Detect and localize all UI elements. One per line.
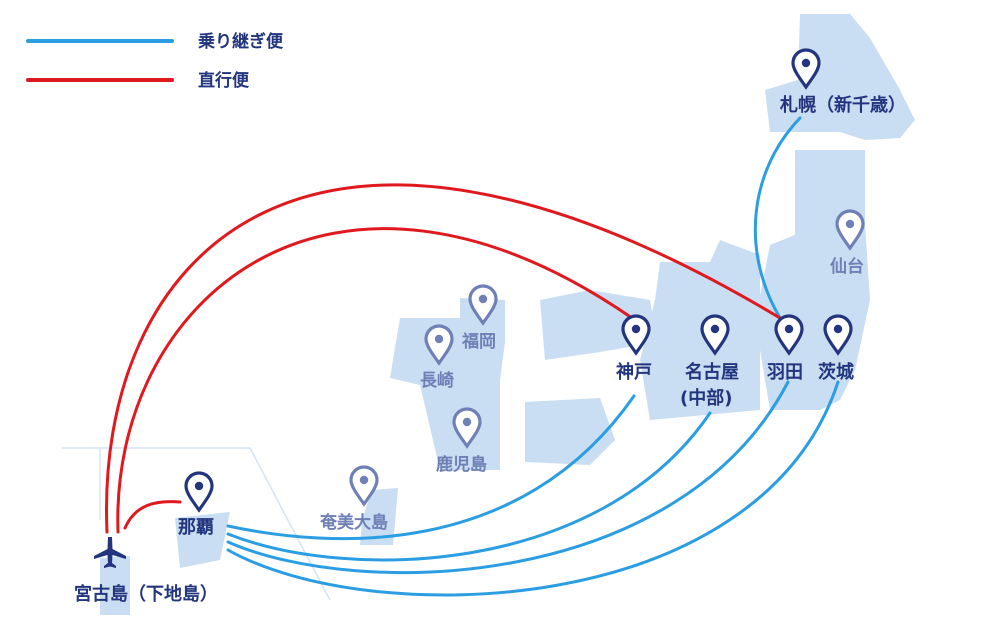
origin-airport: 宮古島（下地島） xyxy=(74,537,218,605)
legend: 乗り継ぎ便 直行便 xyxy=(26,31,284,91)
served-airports: 札幌（新千歳） 神戸 名古屋 (中部) 羽田 茨城 那覇 xyxy=(178,48,906,538)
label-naha: 那覇 xyxy=(178,517,214,538)
route-miyako-kobe xyxy=(116,227,634,534)
label-nagoya: 名古屋 xyxy=(685,361,739,383)
route-naha-nagoya xyxy=(226,411,712,562)
label-sendai: 仙台 xyxy=(830,256,864,277)
label-nagasaki: 長崎 xyxy=(420,370,454,391)
airplane-icon xyxy=(94,537,126,568)
route-naha-ibaraki xyxy=(226,380,840,597)
land-kansai xyxy=(540,290,655,360)
land-amami xyxy=(360,488,398,545)
direct-routes xyxy=(105,183,782,534)
label-sapporo: 札幌（新千歳） xyxy=(779,94,906,116)
legend-direct-label: 直行便 xyxy=(198,70,250,91)
land-miyako xyxy=(100,556,130,615)
route-miyako-haneda xyxy=(105,183,782,534)
land-chubu xyxy=(640,240,760,420)
land-okinawa xyxy=(175,512,230,568)
route-haneda-sapporo xyxy=(753,116,802,320)
land-shikoku xyxy=(525,398,615,465)
route-naha-haneda xyxy=(226,380,790,575)
route-miyako-naha xyxy=(123,500,182,530)
label-kobe: 神戸 xyxy=(616,361,652,383)
secondary-airports: 福岡 長崎 鹿児島 奄美大島 仙台 xyxy=(319,209,865,533)
route-naha-kobe xyxy=(226,394,636,541)
label-fukuoka: 福岡 xyxy=(461,331,496,352)
label-nagoya-sub: (中部) xyxy=(680,387,732,409)
label-miyako: 宮古島（下地島） xyxy=(74,583,218,605)
label-haneda: 羽田 xyxy=(767,362,803,383)
connecting-routes xyxy=(226,116,840,597)
legend-connecting-label: 乗り継ぎ便 xyxy=(197,31,284,52)
pin-naha-icon xyxy=(184,471,214,512)
label-kagoshima: 鹿児島 xyxy=(436,454,487,475)
label-ibaraki: 茨城 xyxy=(818,361,854,383)
land-hokkaido xyxy=(765,14,915,140)
label-amami: 奄美大島 xyxy=(319,512,388,533)
